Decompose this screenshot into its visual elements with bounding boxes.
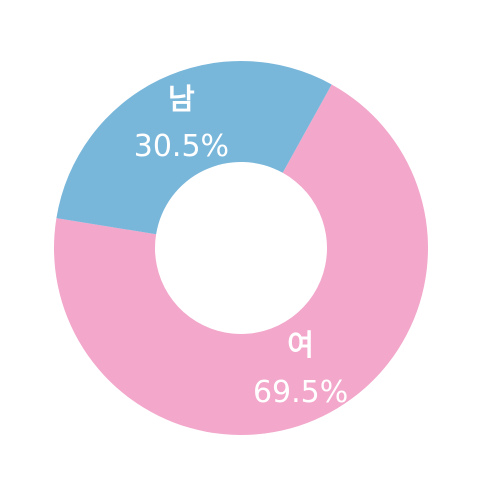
slice-label-name-1: 남 — [168, 82, 195, 116]
donut-slice-1 — [56, 60, 332, 235]
slice-label-name-0: 여 — [287, 328, 314, 362]
slice-label-value-1: 30.5% — [134, 129, 229, 164]
donut-slice-0 — [53, 84, 428, 436]
chart-labels: 여 69.5% 남 30.5% — [134, 82, 349, 410]
chart-slices — [53, 60, 428, 436]
slice-label-value-0: 69.5% — [253, 375, 348, 410]
